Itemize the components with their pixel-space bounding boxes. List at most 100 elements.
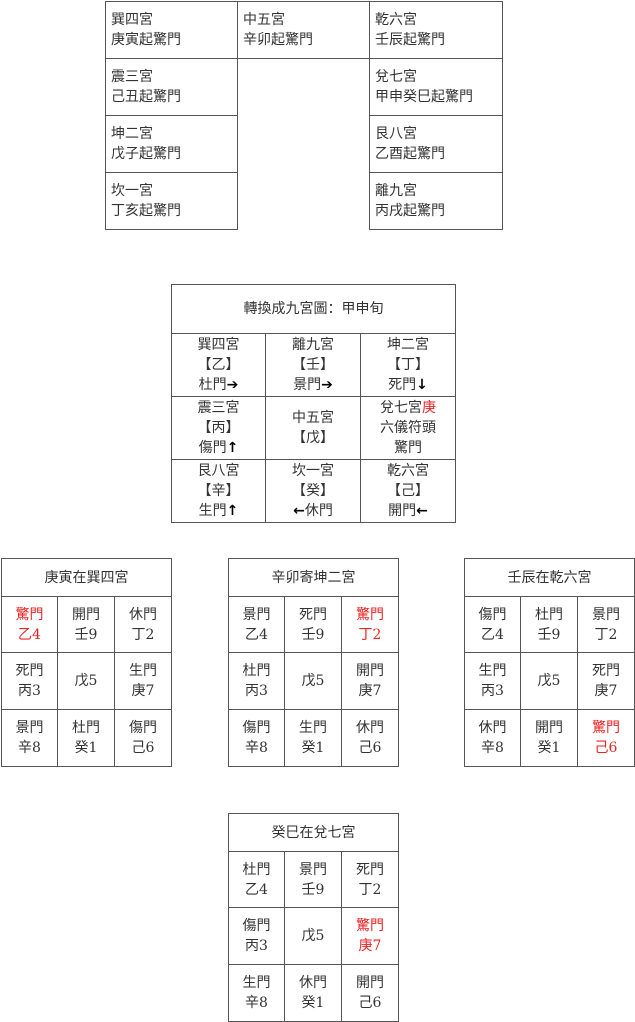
palace-door: 杜門 [198,377,227,393]
stem-label: 己6 [358,740,382,756]
cell-li9: 離九宮丙戌起驚門 [369,172,503,230]
door-label: 傷門 [242,720,271,736]
palace-door: 驚門 [394,440,422,456]
cell-gen8: 艮八宮乙酉起驚門 [369,115,503,173]
stem-label: 庚7 [131,683,155,699]
grid-cell: 開門壬9 [57,596,115,653]
palace-name: 震三宮 [111,69,153,85]
arrow-right-icon: ➔ [226,377,239,393]
palace-door: 休門 [304,503,333,519]
cell-empty [237,58,370,230]
door-label: 驚門 [592,720,620,736]
stem-label: 丙3 [245,683,268,699]
cell-kan1: 坎一宮丁亥起驚門 [105,172,238,230]
door-label: 生門 [129,663,157,679]
palace-door: 傷門 [198,440,227,456]
door-label: 生門 [242,975,271,991]
grid-cell: 死門丁2 [340,851,400,908]
cell-dui7: 兌七宮甲申癸巳起驚門 [369,58,503,116]
grid-cell-center: 戊5 [284,652,342,710]
door-label: 景門 [242,606,271,623]
stem-label: 乙4 [18,626,41,643]
stem-label: 壬9 [74,626,98,643]
stem-label: 乙4 [245,881,268,898]
door-label: 驚門 [15,606,44,623]
grid-guisi: 癸巳在兌七宮 杜門乙4 景門壬9 死門丁2 傷門丙3 戊5 驚門庚7 生門辛8 … [227,813,400,1022]
palace-name: 震三宮 [197,400,240,416]
palace-stem: 【辛】 [197,483,240,499]
stem-label: 己6 [358,995,382,1011]
door-label: 景門 [299,861,327,878]
door-label: 景門 [592,606,620,623]
palace-stem: 【己】 [387,483,429,499]
arrow-left-icon: ← [416,503,428,519]
door-label: 開門 [535,720,563,736]
grid-title: 辛卯寄坤二宮 [227,558,400,597]
grid-cell: 景門丁2 [576,596,635,653]
palace-kun2: 坤二宮【丁】死門↓ [360,333,456,397]
stem-label: 戊5 [74,673,98,689]
door-label: 開門 [356,663,384,679]
stem-label: 戊5 [301,928,325,944]
palace-name: 中五宮 [292,410,334,426]
door-label: 生門 [299,720,327,736]
stem-label: 丙3 [245,938,268,954]
palace-door: 死門 [388,377,417,393]
stem-label: 庚7 [358,683,382,699]
stem-label: 壬9 [537,626,561,643]
door-label: 死門 [15,663,44,679]
palace-name: 坤二宮 [387,337,429,353]
palace-zhen3: 震三宮【丙】傷門↑ [171,396,266,460]
grid-gengyin: 庚寅在巽四宮 驚門乙4 開門壬9 休門丁2 死門丙3 戊5 生門庚7 景門辛8 … [0,558,173,767]
door-label: 杜門 [242,861,271,878]
palace-qian6: 乾六宮【己】開門← [360,459,456,523]
palace-stem: 【丙】 [197,420,240,436]
palace-text: 己丑起驚門 [111,89,181,105]
palace-stem: 【壬】 [292,357,334,373]
stem-label: 辛8 [245,995,268,1011]
grid-cell: 生門辛8 [228,964,285,1022]
grid-title: 壬辰在乾六宮 [463,558,635,597]
grid-cell: 休門辛8 [464,709,521,767]
palace-name: 巽四宮 [111,12,153,28]
cell-qian6: 乾六宮壬辰起驚門 [369,1,503,59]
palace-kan1: 坎一宮【癸】←休門 [265,459,361,523]
palace-start-table: 巽四宮庚寅起驚門 中五宮辛卯起驚門 乾六宮壬辰起驚門 震三宮己丑起驚門 兌七宮甲… [105,1,503,230]
palace-door: 景門 [293,377,322,393]
palace-door: 開門 [388,503,417,519]
palace-name: 巽四宮 [197,337,240,353]
palace-text: 甲申癸巳起驚門 [375,89,473,105]
grid-cell: 開門庚7 [340,652,400,710]
nine-palace-title: 轉換成九宮圖：甲申旬 [171,284,456,334]
palace-name: 艮八宮 [197,463,240,479]
grid-cell: 景門辛8 [1,709,58,767]
door-label: 休門 [478,720,507,736]
stem-label: 壬9 [301,626,325,643]
grid-cell: 驚門丁2 [340,596,400,653]
grid-cell: 驚門己6 [576,709,635,767]
stem-label: 癸1 [74,740,98,756]
door-label: 景門 [15,720,44,736]
grid-cell: 休門己6 [340,709,400,767]
palace-red-stem: 庚 [422,400,436,416]
grid-cell: 傷門丙3 [228,907,285,965]
stem-label: 壬9 [301,881,325,898]
palace-stem: 六儀符頭 [380,420,436,436]
door-label: 休門 [299,975,327,991]
grid-cell-center: 戊5 [284,907,342,965]
door-label: 杜門 [72,720,100,736]
stem-label: 丁2 [594,626,618,643]
door-label: 驚門 [356,606,384,623]
grid-cell-center: 戊5 [520,652,578,710]
palace-name: 乾六宮 [375,12,417,28]
door-label: 開門 [356,975,384,991]
palace-text: 乙酉起驚門 [375,146,445,162]
arrow-down-icon: ↓ [416,377,428,393]
door-label: 生門 [478,663,507,679]
stem-label: 乙4 [245,626,268,643]
grid-cell: 休門丁2 [113,596,173,653]
palace-text: 戊子起驚門 [111,146,181,162]
grid-cell: 死門庚7 [576,652,635,710]
arrow-left-icon: ← [293,503,305,519]
grid-cell: 驚門庚7 [340,907,400,965]
